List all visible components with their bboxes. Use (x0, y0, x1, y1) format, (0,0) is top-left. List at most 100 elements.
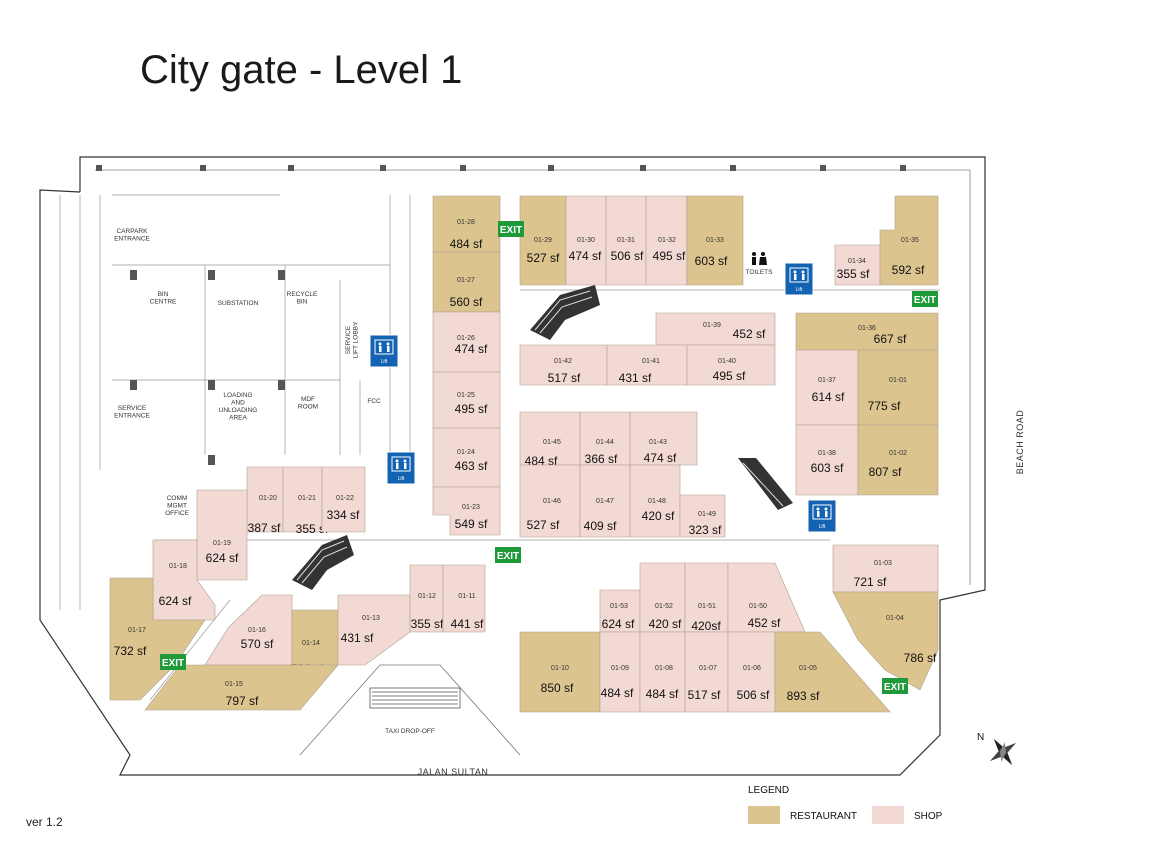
exit-label: EXIT (497, 551, 519, 562)
escalator-icon (292, 535, 354, 590)
taxi-dropoff-structure (369, 687, 461, 709)
unit-code: 01-01 (889, 377, 907, 384)
unit-code: 01-26 (457, 335, 475, 342)
unit-shape (629, 411, 698, 466)
area-label-line: CARPARK (117, 228, 149, 235)
unit-shape (686, 195, 744, 286)
area-label-line: OFFICE (165, 510, 189, 517)
unit-code: 01-51 (698, 603, 716, 610)
area-label-line: MGMT (167, 503, 187, 510)
unit-size: 570 sf (241, 637, 274, 651)
unit-01-10[interactable]: 01-10 850 sf (519, 631, 601, 713)
unit-code: 01-31 (617, 237, 635, 244)
unit-size: 549 sf (455, 517, 488, 531)
area-label-fcc: FCC (367, 398, 381, 405)
legend-shop-label: SHOP (914, 811, 943, 822)
lift-label: Lift (398, 476, 405, 482)
version-label: ver 1.2 (26, 815, 63, 829)
unit-code: 01-04 (886, 615, 904, 622)
unit-size: 603 sf (695, 254, 728, 268)
unit-size: 775 sf (868, 399, 901, 413)
unit-code: 01-09 (611, 665, 629, 672)
unit-size: 495 sf (653, 249, 686, 263)
unit-size: 850 sf (541, 681, 574, 695)
unit-01-23[interactable]: 01-23 549 sf (432, 486, 501, 536)
unit-01-01[interactable]: 01-01 775 sf (857, 349, 939, 426)
unit-code: 01-43 (649, 439, 667, 446)
unit-size: 527 sf (527, 518, 560, 532)
unit-code: 01-14 (302, 640, 320, 647)
unit-shape (832, 591, 939, 691)
unit-code: 01-42 (554, 358, 572, 365)
area-label-line: ENTRANCE (114, 236, 150, 243)
unit-shape (432, 486, 501, 536)
unit-size: 624 sf (159, 594, 192, 608)
unit-code: 01-10 (551, 665, 569, 672)
unit-code: 01-53 (610, 603, 628, 610)
unit-code: 01-35 (901, 237, 919, 244)
unit-code: 01-40 (718, 358, 736, 365)
exit-label: EXIT (162, 658, 184, 669)
escalator-icon (738, 458, 793, 510)
legend-shop-swatch (872, 806, 904, 824)
unit-size: 355 sf (296, 522, 329, 536)
unit-size: 667 sf (874, 332, 907, 346)
unit-code: 01-23 (462, 504, 480, 511)
unit-size: 495 sf (455, 402, 488, 416)
area-label-line: RECYCLE (287, 291, 318, 298)
unit-size: 431 sf (341, 631, 374, 645)
